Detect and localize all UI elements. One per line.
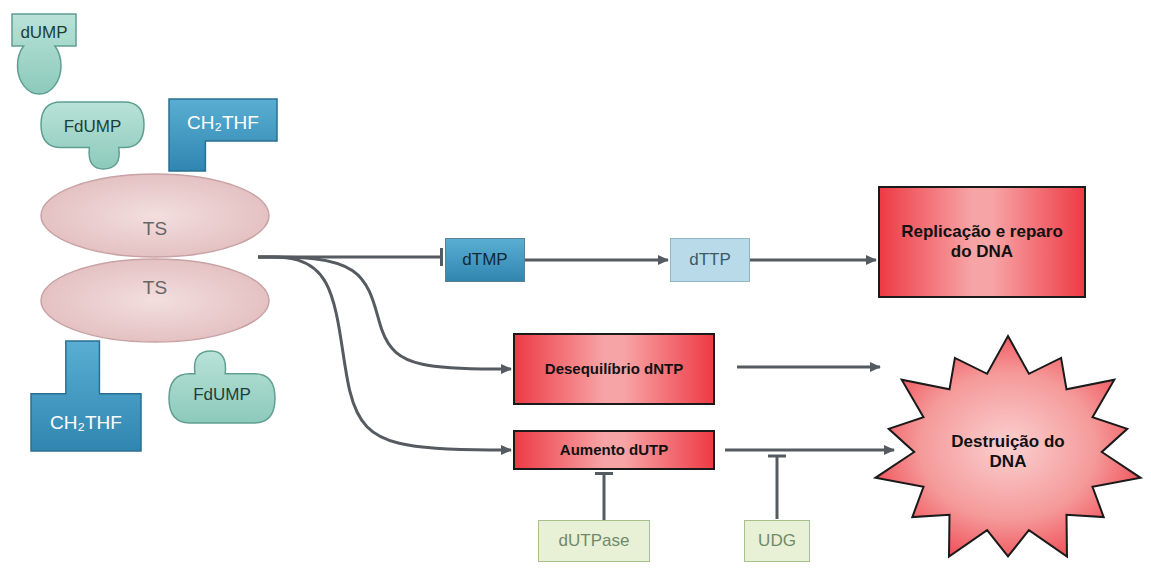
inhibitor-shape-path [41, 102, 144, 169]
node-label: dUMP [20, 23, 67, 43]
enzyme-ellipse [41, 259, 269, 342]
nucleotide-box: dTMP [445, 238, 525, 282]
inhibitor-shape: FdUMP [168, 350, 276, 424]
node-label: TS [143, 218, 167, 240]
enzyme-box: dUTPase [538, 520, 650, 562]
node-label: dUTPase [559, 531, 630, 551]
arrow-connector [750, 259, 876, 262]
arrow-connector [737, 366, 880, 369]
inhibitor-shape-path [169, 351, 275, 423]
node-label: Desequilíbrio dNTP [545, 360, 683, 377]
node-label: CH₂THF [50, 412, 122, 434]
inhibitor-shape: FdUMP [40, 100, 145, 170]
node-label: Replicação e reparo do DNA [892, 222, 1072, 261]
substrate-shape: dUMP [10, 12, 78, 98]
enzyme-ellipse [41, 174, 269, 257]
inhibition-connector [603, 473, 606, 520]
enzyme-subunit-outline [40, 173, 270, 258]
node-label: FdUMP [193, 385, 251, 405]
enzyme-box: UDG [744, 520, 810, 562]
udg-inhibition [768, 456, 786, 519]
damage-burst: Destruição do DNA [870, 334, 1146, 570]
node-label: Aumento dUTP [560, 441, 668, 458]
effect-box: Aumento dUTP [513, 430, 715, 470]
burst-polygon [875, 336, 1140, 557]
inhibition-stem [776, 456, 779, 519]
node-label: UDG [758, 531, 796, 551]
cofactor-shape-path [31, 341, 141, 451]
enzyme-subunit: TS [40, 173, 270, 258]
enzyme-subunit-outline [40, 258, 270, 343]
node-label: dTMP [462, 250, 507, 270]
nucleotide-box: dTTP [670, 238, 750, 282]
node-label: TS [143, 277, 167, 299]
cofactor-shape: CH₂THF [168, 98, 278, 172]
node-label: dTTP [689, 250, 731, 270]
outcome-box: Replicação e reparo do DNA [878, 186, 1086, 298]
inhibition-bar [768, 455, 786, 458]
cofactor-shape: CH₂THF [30, 340, 142, 452]
arrow-connector [725, 449, 894, 452]
effect-box: Desequilíbrio dNTP [513, 333, 715, 405]
cofactor-shape-outline [168, 98, 278, 172]
arrow-connector [525, 259, 668, 262]
arrow-connector [258, 257, 511, 450]
cofactor-shape-path [169, 99, 277, 171]
enzyme-subunit: TS [40, 258, 270, 343]
substrate-shape-path [12, 14, 76, 94]
cofactor-shape-outline [30, 340, 142, 452]
node-label: FdUMP [64, 117, 122, 137]
node-label: CH₂THF [187, 112, 259, 134]
node-label: Destruição do DNA [934, 432, 1082, 471]
